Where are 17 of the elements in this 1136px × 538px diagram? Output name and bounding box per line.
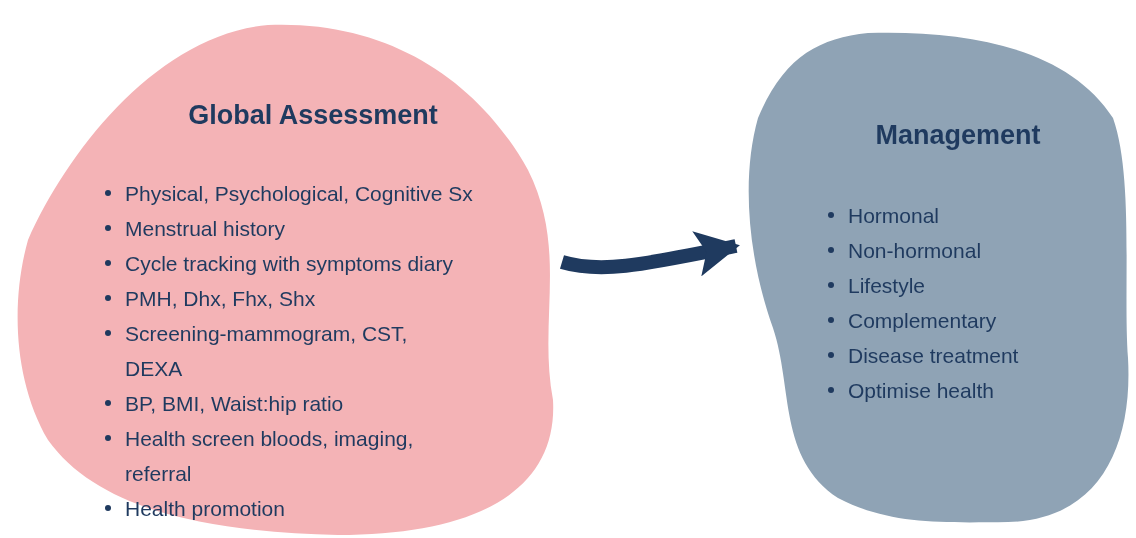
bullet-item: PMH, Dhx, Fhx, Shx: [125, 286, 316, 312]
bullet-item: BP, BMI, Waist:hip ratio: [125, 391, 344, 417]
bullet-item: Health promotion: [125, 496, 285, 522]
bullet-item: Optimise health: [848, 378, 994, 404]
bullet-item: Complementary: [848, 308, 997, 334]
bullet-item: Disease treatment: [848, 343, 1019, 369]
bullet-item: Health screen bloods, imaging, referral: [125, 426, 415, 487]
bullet-item: Hormonal: [848, 203, 940, 229]
blob-heading: Global Assessment: [187, 100, 439, 131]
bullet-item: Lifestyle: [848, 273, 926, 299]
bullet-item: Cycle tracking with symptoms diary: [125, 251, 453, 277]
bullet-item: Screening-mammogram, CST, DEXA: [125, 321, 409, 382]
bullet-item: Physical, Psychological, Cognitive Sx: [125, 181, 473, 207]
arrow: [560, 231, 740, 277]
bullet-item: Non-hormonal: [848, 238, 982, 264]
blob-heading: Management: [874, 120, 1042, 151]
bullet-item: Menstrual history: [125, 216, 285, 242]
